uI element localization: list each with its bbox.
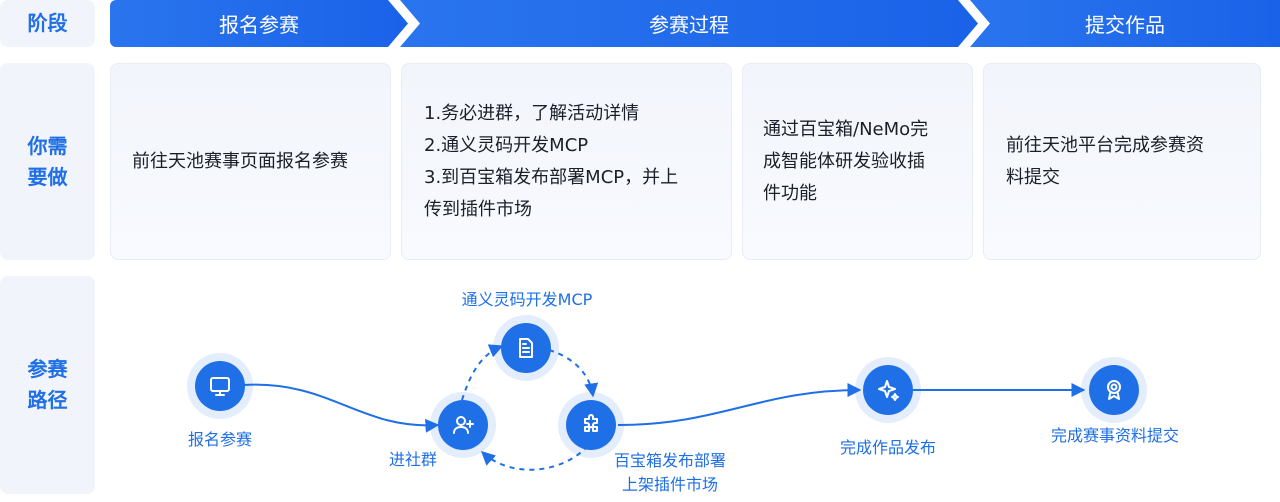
connector-deploy-to-publish [617, 383, 862, 426]
path-node-signup [195, 361, 245, 411]
task-card-process: 1.务必进群，了解活动详情 2.通义灵码开发MCP 3.到百宝箱发布部署MCP，… [401, 63, 732, 260]
path-label-dev: 通义灵码开发MCP [461, 290, 593, 309]
task-card-agent: 通过百宝箱/NeMo完 成智能体研发验收插 件功能 [742, 63, 973, 260]
monitor-icon [210, 377, 230, 396]
path-label-signup: 报名参赛 [187, 430, 252, 449]
connector-deploy-to-group [480, 445, 589, 471]
row-header-stage: 阶段 [0, 0, 95, 47]
stage-process: 参赛过程 [400, 0, 978, 47]
task-card-agent-text: 通过百宝箱/NeMo完 成智能体研发验收插 件功能 [763, 118, 929, 204]
stage-submit-label: 提交作品 [1085, 13, 1165, 37]
puzzle-icon [584, 414, 598, 432]
stage-process-label: 参赛过程 [649, 13, 729, 37]
path-node-deploy [566, 400, 616, 450]
row-header-stage-label: 阶段 [27, 11, 68, 35]
row-header-todo-label: 你需 要做 [27, 133, 68, 189]
connector-dev-to-deploy [548, 349, 599, 398]
stage-submit: 提交作品 [970, 0, 1280, 47]
sparkle-icon [878, 380, 899, 401]
add-user-icon [453, 416, 474, 434]
path-node-group [438, 400, 488, 450]
task-card-process-text: 1.务必进群，了解活动详情 2.通义灵码开发MCP 3.到百宝箱发布部署MCP，… [424, 102, 679, 220]
path-label-deploy: 百宝箱发布部署 上架插件市场 [613, 451, 726, 494]
path-label-submit: 完成赛事资料提交 [1050, 426, 1179, 445]
connector-signup-to-group [243, 383, 440, 433]
path-node-dev [501, 323, 551, 373]
task-card-submit-text: 前往天池平台完成参赛资 料提交 [1006, 134, 1204, 188]
task-card-signup-text: 前往天池赛事页面报名参赛 [132, 150, 348, 172]
task-card-submit: 前往天池平台完成参赛资 料提交 [983, 63, 1261, 260]
path-node-submit [1089, 365, 1139, 415]
row-header-todo: 你需 要做 [0, 63, 95, 260]
path-node-publish [863, 365, 913, 415]
row-header-path-label: 参赛 路径 [27, 357, 68, 412]
path-label-publish: 完成作品发布 [839, 438, 936, 457]
stage-signup: 报名参赛 [110, 0, 408, 47]
stage-signup-label: 报名参赛 [219, 13, 299, 37]
document-icon [519, 338, 533, 358]
row-header-path: 参赛 路径 [0, 276, 95, 494]
connector-group-to-dev [461, 344, 504, 401]
task-card-signup: 前往天池赛事页面报名参赛 [110, 63, 391, 260]
award-icon [1107, 380, 1121, 400]
path-label-group: 进社群 [388, 450, 437, 469]
